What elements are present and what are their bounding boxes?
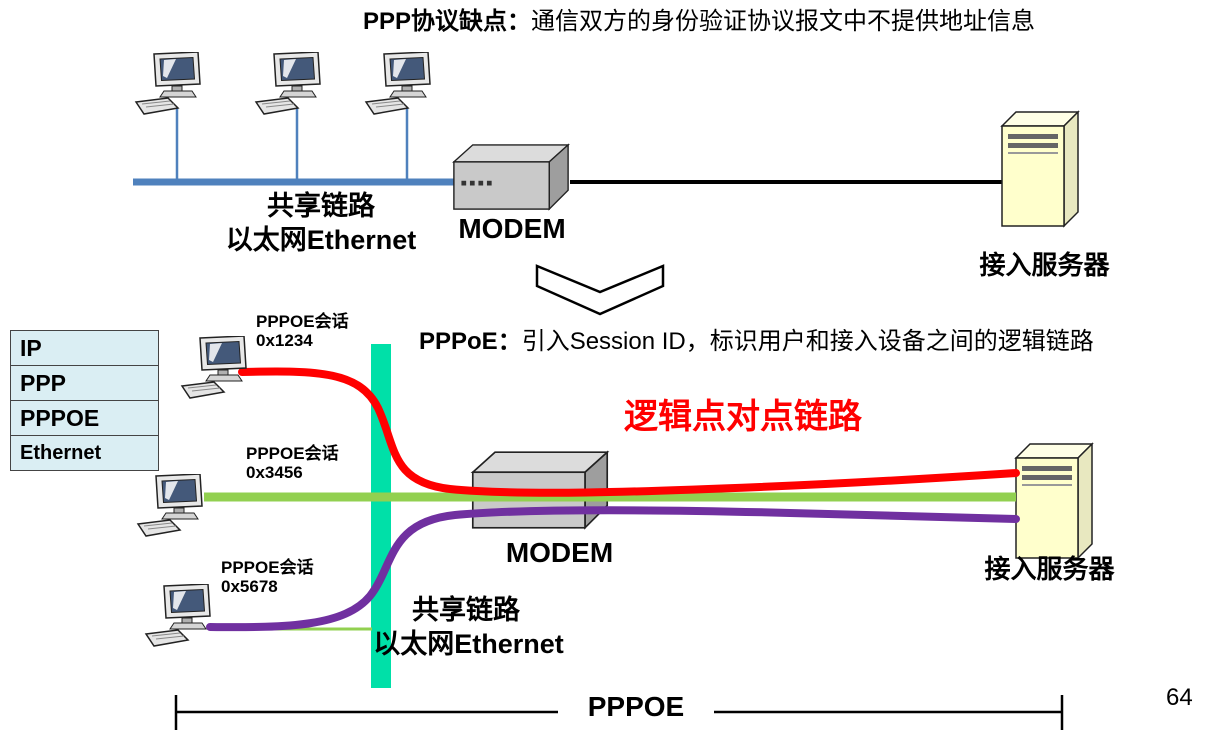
shared-link-bottom-line2: 以太网Ethernet (373, 629, 564, 659)
pc-drop-lines (175, 108, 409, 182)
server-label-top: 接入服务器 (979, 250, 1110, 280)
slide-title-bold: PPP协议缺点： (363, 8, 532, 35)
server-icon (1001, 111, 1079, 227)
server-label-bottom: 接入服务器 (984, 554, 1115, 584)
protocol-stack-row-pppoe: PPPOE (11, 401, 158, 436)
session-label-1: PPPOE会话 0x1234 (256, 312, 349, 350)
shared-link-bottom-line1: 共享链路 (412, 595, 520, 625)
slide-title: PPP协议缺点：通信双方的身份验证协议报文中不提供地址信息 (363, 8, 1035, 37)
session-id: 0x3456 (246, 463, 303, 482)
protocol-stack-row-ethernet: Ethernet (11, 436, 158, 470)
computer-icon (137, 474, 203, 537)
modem-label-bottom: MODEM (505, 537, 614, 568)
slide-title-rest: 通信双方的身份验证协议报文中不提供地址信息 (531, 8, 1036, 35)
pppoe-intro-rest: 引入Session ID，标识用户和接入设备之间的逻辑链路 (521, 328, 1094, 355)
protocol-stack: IP PPP PPPOE Ethernet (10, 330, 159, 471)
computer-icon (135, 52, 201, 115)
session-title: PPPOE会话 (221, 558, 314, 577)
logical-link-label: 逻辑点对点链路 (624, 398, 862, 436)
modem-icon (453, 144, 569, 210)
session-id: 0x1234 (256, 331, 313, 350)
protocol-stack-row-ip: IP (11, 331, 158, 366)
protocol-stack-row-ppp: PPP (11, 366, 158, 401)
session-label-2: PPPOE会话 0x3456 (246, 444, 339, 482)
page-number: 64 (1166, 684, 1193, 711)
pppoe-intro: PPPoE：引入Session ID，标识用户和接入设备之间的逻辑链路 (419, 328, 1094, 357)
shared-link-top-line1: 共享链路 (267, 191, 375, 221)
session-line-purple (206, 506, 1020, 632)
shared-link-top-line2: 以太网Ethernet (225, 225, 417, 255)
session-title: PPPOE会话 (246, 444, 339, 463)
down-arrow-icon (535, 264, 665, 316)
computer-icon (181, 336, 247, 399)
pppoe-intro-bold: PPPoE： (419, 328, 522, 355)
computer-icon (365, 52, 431, 115)
modem-label-top: MODEM (458, 213, 566, 244)
session-id: 0x5678 (221, 577, 278, 596)
computer-icon (145, 584, 211, 647)
session-title: PPPOE会话 (256, 312, 349, 331)
server-icon (1015, 443, 1093, 559)
session-line-red (238, 367, 1020, 497)
pppoe-bracket-label: PPPOE (558, 690, 714, 724)
computer-icon (255, 52, 321, 115)
session-label-3: PPPOE会话 0x5678 (221, 558, 314, 596)
